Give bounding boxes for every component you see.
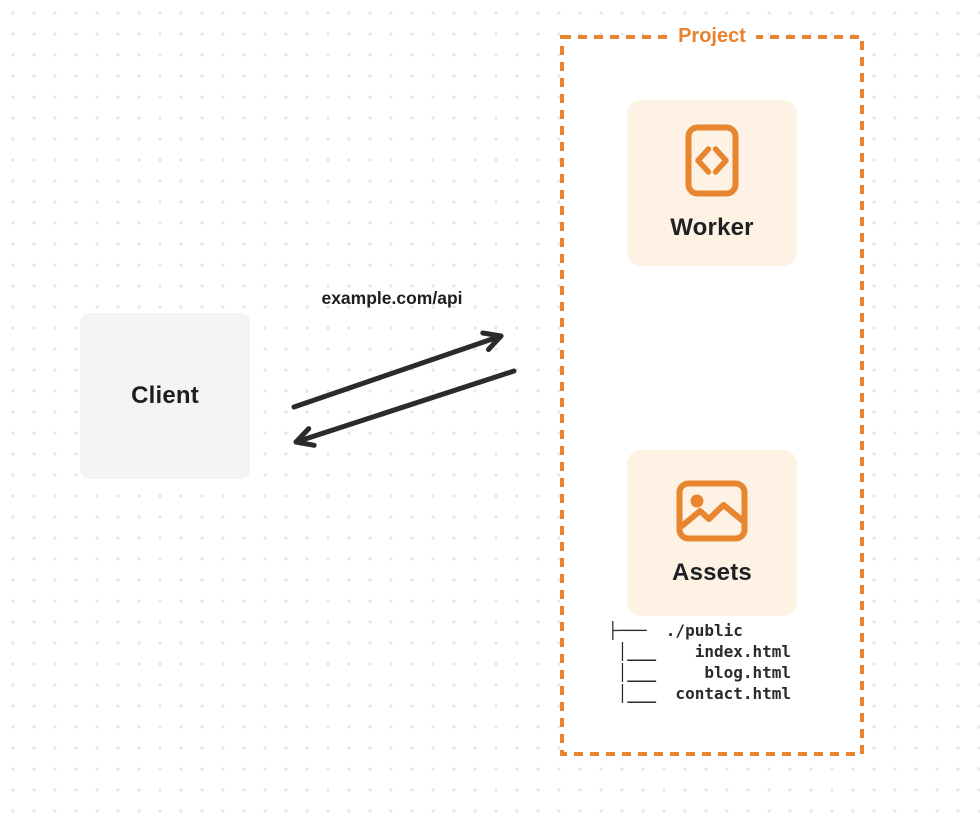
worker-node: Worker xyxy=(627,100,797,266)
assets-node: Assets xyxy=(627,450,797,616)
file-tree: ├─── ./public │___ index.html │___ blog.… xyxy=(608,621,792,703)
worker-label: Worker xyxy=(670,214,754,241)
assets-label: Assets xyxy=(672,558,752,586)
project-boundary: Project Worker Assets ├─── ./public │___… xyxy=(560,24,864,756)
response-arrow-line xyxy=(293,368,517,448)
client-node: Client xyxy=(80,313,250,479)
image-icon xyxy=(676,480,748,541)
request-arrow-line xyxy=(291,330,504,410)
code-document-icon xyxy=(685,124,739,197)
project-label: Project xyxy=(668,24,756,48)
request-url-label: example.com/api xyxy=(321,288,463,308)
client-label: Client xyxy=(131,382,199,409)
